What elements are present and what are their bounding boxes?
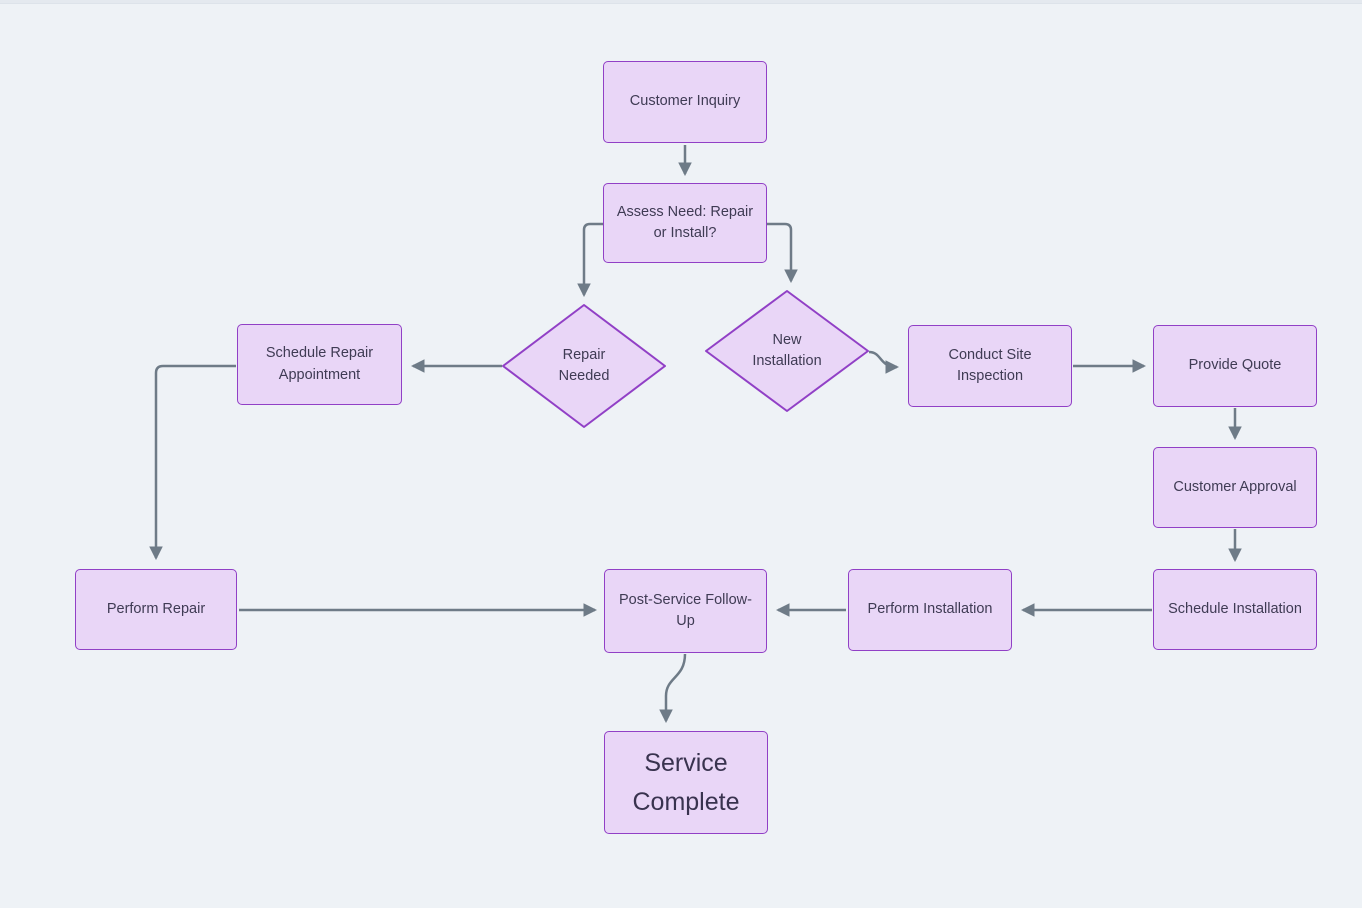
node-repair-needed[interactable]: [502, 304, 666, 428]
node-customer-approval-label: Customer Approval: [1173, 478, 1297, 495]
node-service-complete-label: Service Complete: [632, 748, 740, 816]
node-schedule-installation-label: Schedule Installation: [1168, 600, 1302, 617]
node-post-service-label: Post-Service Follow-Up: [619, 591, 752, 629]
node-new-installation[interactable]: [705, 290, 869, 412]
node-customer-approval[interactable]: Customer Approval: [1153, 447, 1317, 528]
edge-assess-need-to-repair-needed: [577, 222, 603, 298]
node-schedule-repair-label: Schedule Repair Appointment: [265, 345, 374, 383]
node-schedule-repair[interactable]: Schedule Repair Appointment: [237, 324, 402, 405]
edge-new-installation-to-conduct-site: [868, 350, 900, 374]
node-customer-inquiry-label: Customer Inquiry: [629, 93, 741, 110]
node-service-complete[interactable]: Service Complete: [604, 731, 768, 834]
edge-post-service-to-service-complete: [659, 653, 687, 724]
node-assess-need[interactable]: Assess Need: Repair or Install?: [603, 183, 767, 263]
node-assess-need-label: Assess Need: Repair or Install?: [616, 203, 754, 241]
node-post-service[interactable]: Post-Service Follow-Up: [604, 569, 767, 653]
node-provide-quote-label: Provide Quote: [1188, 357, 1282, 374]
node-conduct-site[interactable]: Conduct Site Inspection: [908, 325, 1072, 407]
node-provide-quote[interactable]: Provide Quote: [1153, 325, 1317, 407]
node-perform-repair[interactable]: Perform Repair: [75, 569, 237, 650]
window-top-edge: [0, 0, 1362, 4]
edge-schedule-repair-to-perform-repair: [149, 364, 236, 561]
node-schedule-installation[interactable]: Schedule Installation: [1153, 569, 1317, 650]
edge-assess-need-to-new-installation: [767, 222, 798, 284]
node-customer-inquiry[interactable]: Customer Inquiry: [603, 61, 767, 143]
node-perform-installation-label: Perform Installation: [867, 601, 993, 618]
node-perform-installation[interactable]: Perform Installation: [848, 569, 1012, 651]
node-conduct-site-label: Conduct Site Inspection: [948, 346, 1032, 384]
node-perform-repair-label: Perform Repair: [106, 600, 206, 617]
